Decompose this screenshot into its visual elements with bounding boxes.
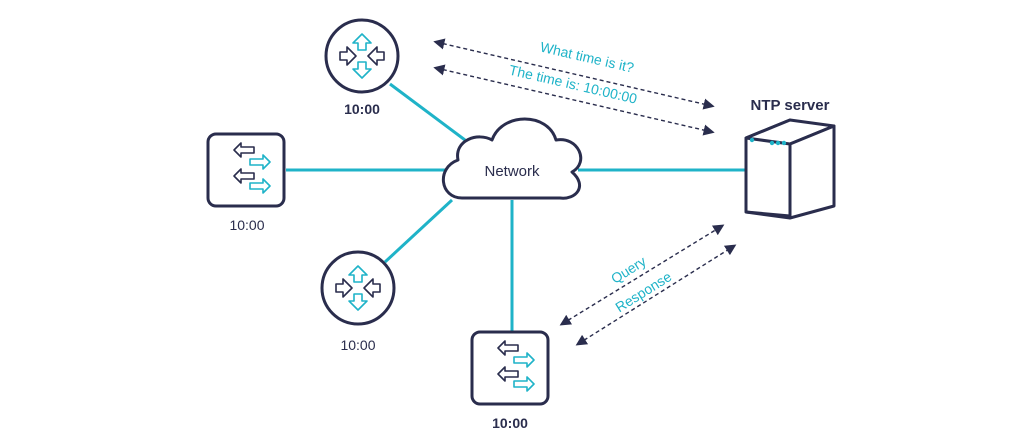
switch-bottom: 10:00	[470, 330, 550, 431]
query-response-arrows	[559, 224, 737, 346]
switch-left: 10:00	[206, 132, 286, 233]
link-router-top	[389, 82, 466, 142]
network-cloud: Network	[441, 117, 583, 200]
switch-left-time: 10:00	[229, 217, 264, 233]
response-arrow	[575, 244, 737, 346]
router-arrows-icon	[335, 265, 381, 311]
network-label: Network	[484, 163, 540, 180]
request-message: What time is it?	[539, 39, 636, 76]
router-top: 10:00	[324, 18, 400, 117]
switch-arrows-icon	[233, 142, 271, 194]
ntp-server: NTP server	[744, 97, 836, 220]
ntp-server-label: NTP server	[751, 97, 830, 114]
request-reply-arrows	[433, 38, 715, 136]
link-router-bottom	[383, 198, 454, 264]
router-bottom: 10:00	[320, 250, 396, 353]
router-bottom-time: 10:00	[340, 337, 375, 353]
router-arrows-icon	[339, 33, 385, 79]
server-status-leds-icon	[749, 137, 787, 146]
reply-arrow	[433, 64, 715, 136]
router-top-time: 10:00	[344, 101, 380, 117]
switch-bottom-time: 10:00	[492, 415, 528, 431]
query-arrow	[559, 224, 725, 326]
query-message: Query	[608, 253, 649, 287]
switch-arrows-icon	[497, 340, 535, 392]
